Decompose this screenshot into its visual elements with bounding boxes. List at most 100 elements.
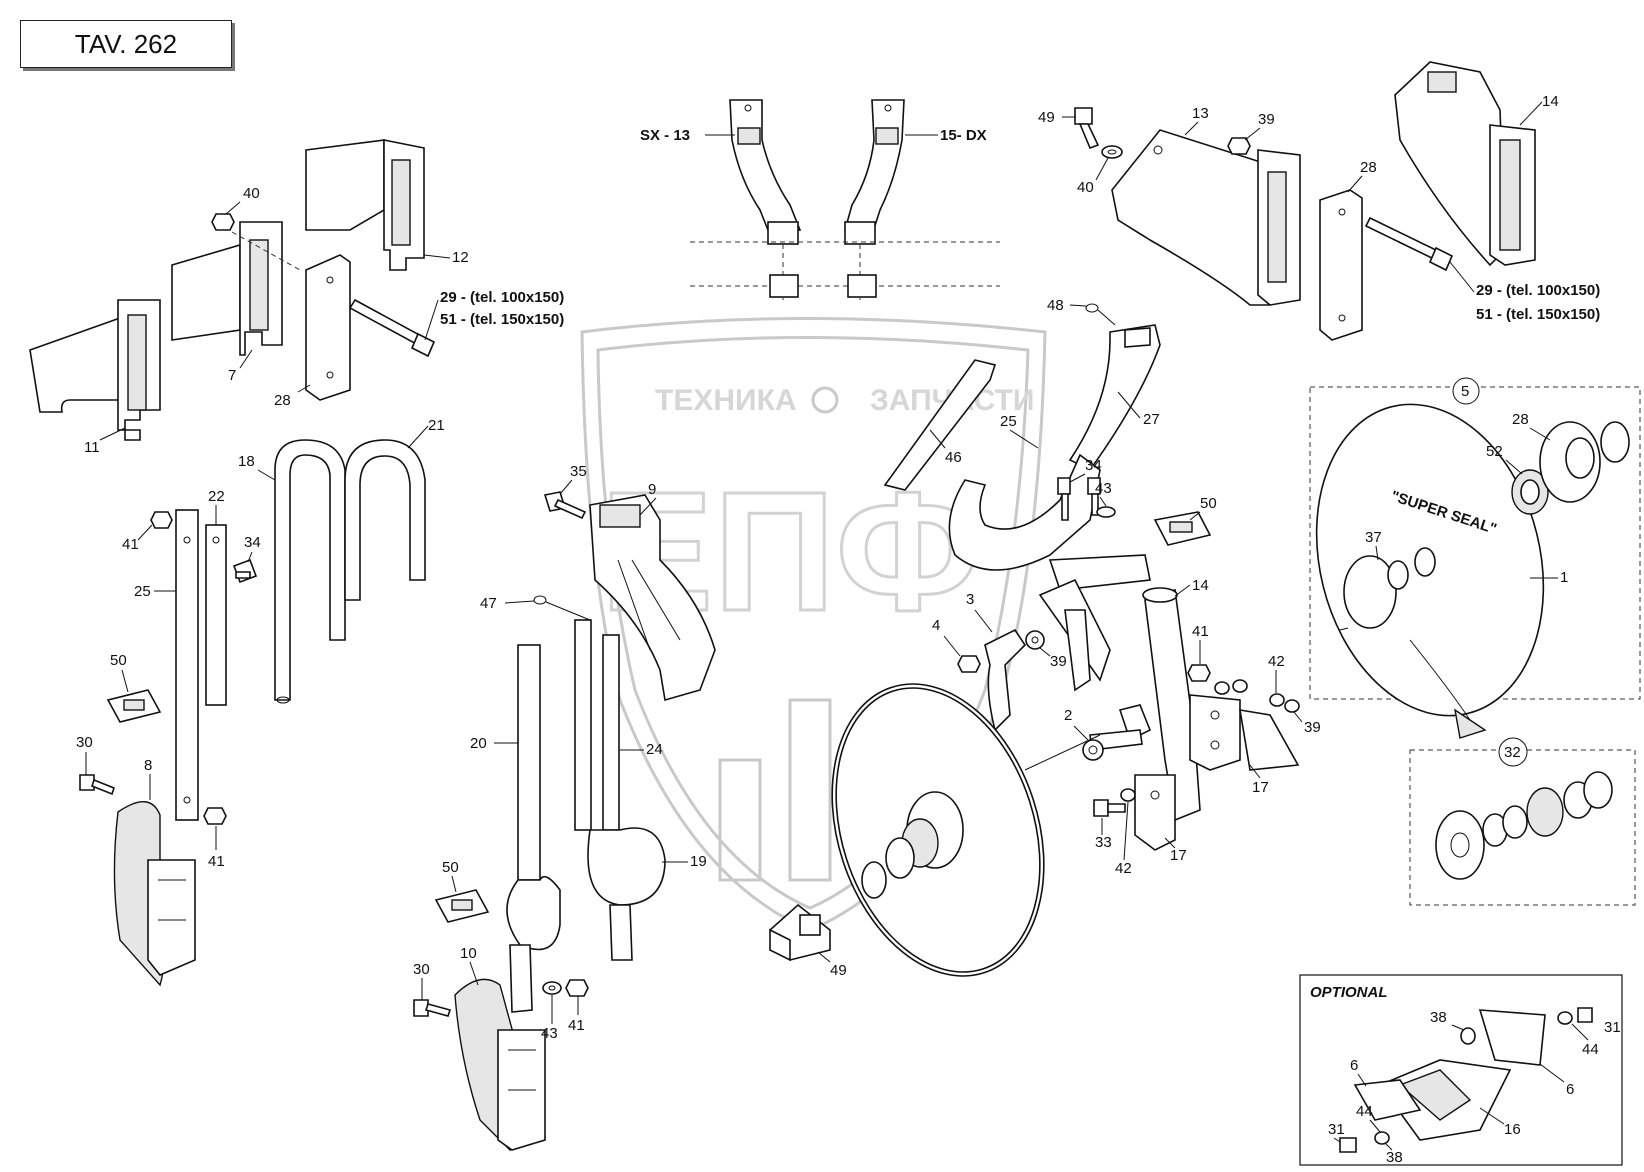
nut-4 xyxy=(957,655,981,673)
top-mount-left xyxy=(769,274,799,298)
bracket-9 xyxy=(589,494,716,702)
label-tel150-left: 51 - (tel. 150x150) xyxy=(440,311,564,328)
label-37-bottom: 38 xyxy=(1386,1149,1403,1166)
scraper-bracket-11 xyxy=(29,299,161,441)
label-43-right: 43 xyxy=(1095,480,1112,497)
guide-line-39-left xyxy=(231,231,301,271)
nut-41-c xyxy=(565,979,589,997)
callout-dx-15: 15- DX xyxy=(940,127,987,144)
washer-38-center xyxy=(1025,630,1045,650)
label-14: 14 xyxy=(1192,577,1209,594)
label-28-right: 28 xyxy=(1360,159,1377,176)
label-9: 9 xyxy=(648,481,656,498)
label-24: 22 xyxy=(208,488,225,505)
bolt-29-left xyxy=(348,298,436,358)
plate-17-b xyxy=(1134,774,1176,851)
tine-25-center xyxy=(948,453,1101,571)
label-19: 19 xyxy=(690,853,707,870)
label-38-center: 39 xyxy=(1050,653,1067,670)
washer-43-right xyxy=(1096,506,1116,518)
label-10: 10 xyxy=(460,945,477,962)
top-mount-right xyxy=(847,274,877,298)
nut-41-b xyxy=(203,807,227,825)
nut-39-right xyxy=(1227,137,1251,155)
bolt-35-left xyxy=(232,558,258,584)
callout-sx-13: SX - 13 xyxy=(640,127,690,144)
washer-40-top xyxy=(1101,145,1123,159)
optional-bolts xyxy=(1339,1007,1593,1153)
washer-pair xyxy=(1214,679,1248,695)
label-4: 4 xyxy=(932,617,940,634)
label-15-right: 14 xyxy=(1542,93,1559,110)
label-32: 32 xyxy=(1504,744,1521,761)
gear-icon xyxy=(811,386,839,414)
bearing-kit-32 xyxy=(1435,771,1613,880)
arm-26 xyxy=(1068,324,1161,472)
label-18: 18 xyxy=(238,453,255,470)
label-50-center: 50 xyxy=(442,859,459,876)
label-36: 37 xyxy=(1365,529,1382,546)
bolt-49 xyxy=(1074,107,1100,150)
flat-bar-24 xyxy=(205,524,227,706)
seeding-disc xyxy=(831,683,1101,977)
bracket-13-right xyxy=(1111,129,1301,306)
label-45: 46 xyxy=(945,449,962,466)
spring-tine-18 xyxy=(274,439,346,704)
arrow-shaft xyxy=(1409,639,1471,721)
label-44-top: 44 xyxy=(1582,1041,1599,1058)
label-7: 7 xyxy=(228,367,236,384)
label-13-right: 13 xyxy=(1192,105,1209,122)
labels: 40 12 29 - (tel. 100x150) 51 - (tel. 150… xyxy=(76,93,1621,1166)
label-39-left: 40 xyxy=(243,185,260,202)
bracket-3 xyxy=(984,628,1027,732)
frame-mount xyxy=(1038,554,1151,692)
clamp-plate-28-left xyxy=(305,254,351,401)
plate-50-center xyxy=(434,889,490,923)
label-40-top: 40 xyxy=(1077,179,1094,196)
label-50-left: 50 xyxy=(110,652,127,669)
label-33: 33 xyxy=(1095,834,1112,851)
scraper-bracket-12 xyxy=(305,139,425,271)
label-44-bottom: 44 xyxy=(1356,1103,1373,1120)
label-20: 20 xyxy=(470,735,487,752)
washer-38-right xyxy=(1284,699,1300,713)
label-40-center: 41 xyxy=(1192,623,1209,640)
label-50-right: 50 xyxy=(1200,495,1217,512)
label-21: 21 xyxy=(428,417,445,434)
label-42-a: 42 xyxy=(1268,653,1285,670)
label-39-right: 39 xyxy=(1258,111,1275,128)
optional-label: OPTIONAL xyxy=(1310,984,1388,1001)
label-6-left: 6 xyxy=(1350,1057,1358,1074)
label-37-top: 38 xyxy=(1430,1009,1447,1026)
scraper-plate-17-c xyxy=(1239,709,1300,771)
label-22: 24 xyxy=(646,741,663,758)
bearing-52 xyxy=(1511,469,1549,515)
spring-tine-22 xyxy=(574,619,666,961)
label-30-a: 30 xyxy=(76,734,93,751)
bolt-35-center xyxy=(1057,477,1101,521)
label-17-b: 17 xyxy=(1170,847,1187,864)
bolt-33 xyxy=(1093,799,1126,817)
label-41-b: 41 xyxy=(208,853,225,870)
label-25-center: 25 xyxy=(1000,413,1017,430)
optional-plate-6b xyxy=(1353,1079,1422,1121)
label-27: 28 xyxy=(1512,411,1529,428)
label-46: 47 xyxy=(480,595,497,612)
label-41-a: 41 xyxy=(122,536,139,553)
label-25-left: 25 xyxy=(134,583,151,600)
label-28-left: 28 xyxy=(274,392,291,409)
label-11: 11 xyxy=(84,439,100,456)
label-42-b: 42 xyxy=(1115,860,1132,877)
arm-45 xyxy=(883,359,997,491)
bolt-34 xyxy=(543,491,587,520)
arrow-head xyxy=(1454,708,1487,739)
page-title: TAV. 262 xyxy=(20,20,232,68)
label-6-right: 6 xyxy=(1566,1081,1574,1098)
bolt-29-right xyxy=(1364,216,1454,272)
label-12: 12 xyxy=(452,249,469,266)
tube-14 xyxy=(1142,587,1201,822)
washer-43-center xyxy=(542,981,562,995)
label-35-left: 34 xyxy=(244,534,261,551)
label-38-right: 39 xyxy=(1304,719,1321,736)
